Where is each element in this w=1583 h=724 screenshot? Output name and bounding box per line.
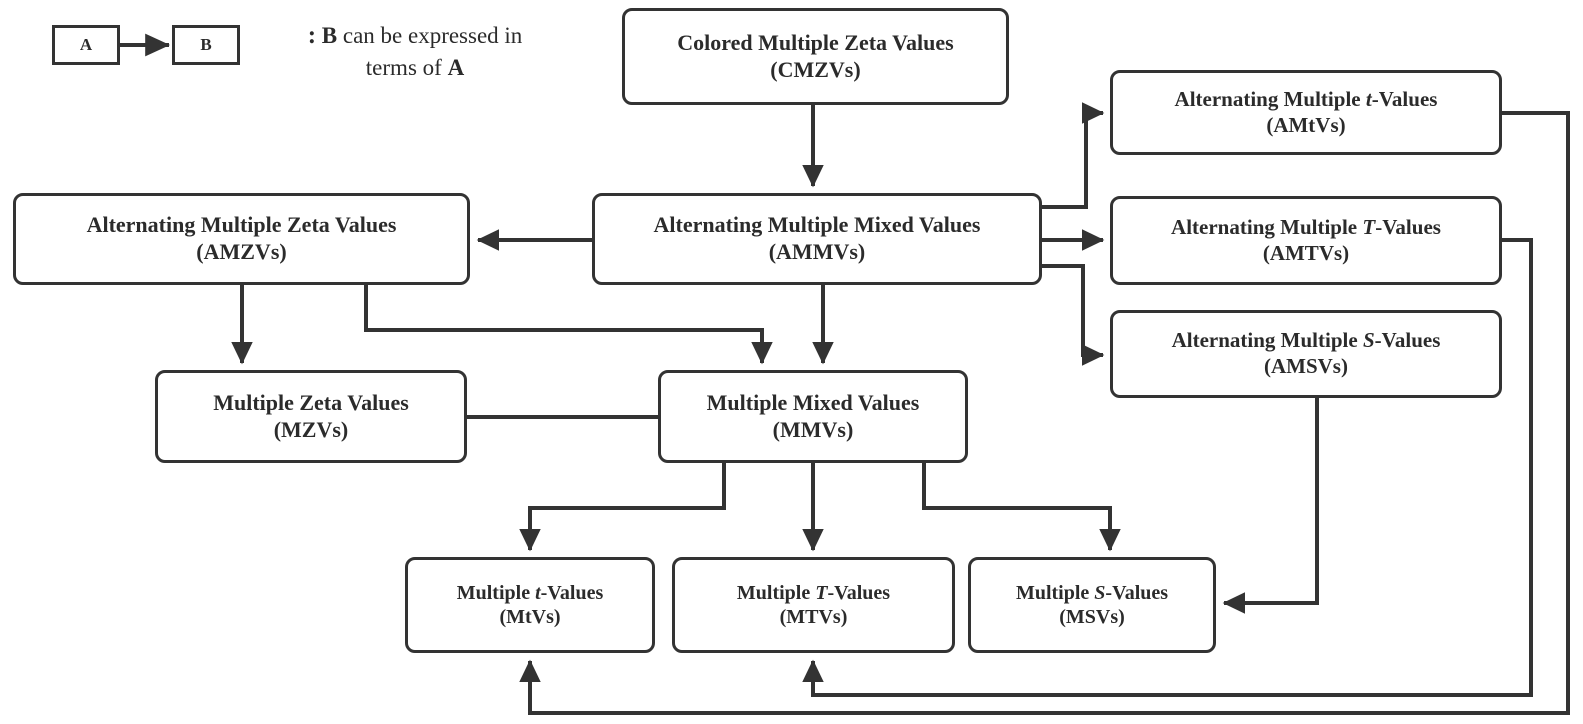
node-mtvs-cap-line2: (MTVs) (779, 606, 848, 628)
edge-ammvs-amtvs-small (1042, 102, 1105, 209)
node-msvs[interactable]: Multiple S-Values (MSVs) (968, 557, 1216, 653)
node-mtvs-small-post: -Values (540, 581, 604, 604)
legend-box-b-label: B (200, 35, 212, 54)
edge-amzvs-mmvs (364, 285, 773, 365)
node-msvs-line2: (MSVs) (1059, 606, 1125, 628)
node-amtvs-cap-pre: Alternating Multiple (1171, 214, 1363, 239)
legend-text-2: terms of (365, 54, 448, 80)
node-mmvs-line1: Multiple Mixed Values (706, 389, 920, 415)
legend-description: : B can be expressed in terms of A (250, 20, 580, 82)
node-mtvs-cap[interactable]: Multiple T-Values (MTVs) (672, 557, 955, 653)
node-amtvs-cap-variable: T (1362, 214, 1376, 239)
node-amsvs-post: -Values (1374, 328, 1441, 353)
node-amsvs-line2: (AMSVs) (1263, 354, 1348, 378)
legend-box-a-label: A (79, 35, 93, 54)
edge-amsvs-msvs (1222, 398, 1319, 614)
node-amsvs-variable: S (1362, 328, 1375, 353)
node-mtvs-cap-variable: T (815, 581, 828, 604)
node-amtvs-small-post: -Values (1371, 86, 1438, 111)
node-amzvs[interactable]: Alternating Multiple Zeta Values (AMZVs) (13, 193, 470, 285)
node-mzvs-line2: (MZVs) (273, 416, 349, 442)
node-msvs-pre: Multiple (1015, 581, 1095, 604)
node-mzvs-line1: Multiple Zeta Values (213, 389, 409, 415)
node-cmzvs-line2: (CMZVs) (770, 56, 861, 82)
node-mmvs[interactable]: Multiple Mixed Values (MMVs) (658, 370, 968, 463)
legend-object: A (447, 54, 465, 80)
node-amtvs-small[interactable]: Alternating Multiple t-Values (AMtVs) (1110, 70, 1502, 155)
edge-mmvs-msvs (922, 463, 1121, 552)
node-msvs-variable: S (1094, 581, 1106, 604)
node-mtvs-small[interactable]: Multiple t-Values (MtVs) (405, 557, 655, 653)
node-mmvs-line2: (MMVs) (772, 416, 854, 442)
legend-box-b: B (172, 25, 240, 65)
node-amtvs-small-pre: Alternating Multiple (1174, 86, 1366, 111)
node-cmzvs-line1: Colored Multiple Zeta Values (677, 29, 954, 55)
node-ammvs[interactable]: Alternating Multiple Mixed Values (AMMVs… (592, 193, 1042, 285)
node-mtvs-small-pre: Multiple (456, 581, 536, 604)
node-amzvs-line2: (AMZVs) (196, 239, 287, 264)
node-amsvs[interactable]: Alternating Multiple S-Values (AMSVs) (1110, 310, 1502, 398)
node-mtvs-cap-post: -Values (827, 581, 891, 604)
legend-colon: : (307, 22, 317, 49)
legend-text-1: can be expressed in (337, 23, 523, 48)
legend-arrow-icon (120, 33, 170, 57)
edge-ammvs-amsvs (1042, 264, 1105, 366)
node-amtvs-small-variable: t (1365, 86, 1372, 111)
node-ammvs-line2: (AMMVs) (768, 239, 866, 264)
node-msvs-post: -Values (1105, 581, 1169, 604)
node-amsvs-pre: Alternating Multiple (1171, 328, 1363, 353)
legend-subject: B (321, 23, 338, 48)
node-ammvs-line1: Alternating Multiple Mixed Values (653, 212, 981, 238)
edge-amtvs-cap-mtvs-cap (802, 238, 1533, 697)
legend-box-a: A (52, 25, 120, 65)
node-mtvs-small-variable: t (535, 581, 541, 604)
node-amtvs-cap-post: -Values (1375, 214, 1441, 239)
node-mtvs-cap-pre: Multiple (736, 581, 816, 604)
edge-mmvs-mtvs-small (519, 463, 726, 552)
legend: A B : B can be expressed in terms of A (0, 0, 600, 120)
node-amtvs-small-line2: (AMtVs) (1266, 112, 1346, 137)
edge-amtvs-small-mtvs-small (519, 111, 1570, 715)
node-amzvs-line1: Alternating Multiple Zeta Values (86, 212, 397, 238)
node-mtvs-small-line2: (MtVs) (499, 606, 561, 628)
node-mzvs[interactable]: Multiple Zeta Values (MZVs) (155, 370, 467, 463)
node-amtvs-cap-line2: (AMTVs) (1262, 240, 1350, 265)
node-amtvs-cap[interactable]: Alternating Multiple T-Values (AMTVs) (1110, 196, 1502, 285)
node-cmzvs[interactable]: Colored Multiple Zeta Values (CMZVs) (622, 8, 1009, 105)
